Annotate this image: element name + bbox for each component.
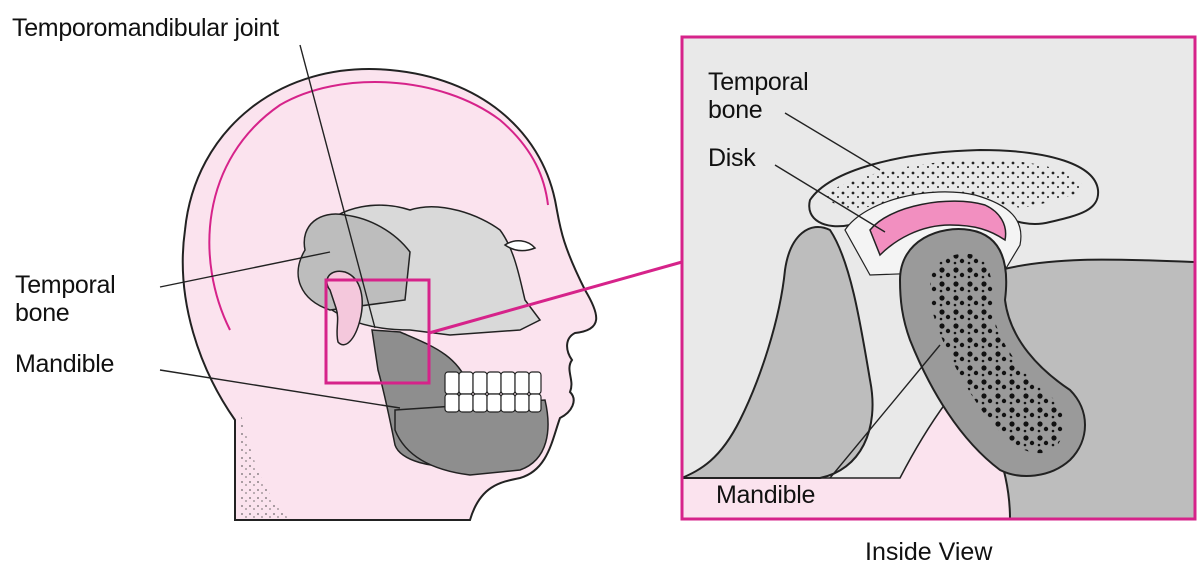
label-mandible-left: Mandible: [15, 350, 114, 378]
teeth: [444, 371, 542, 413]
label-temporal-bone-inset-line2: bone: [708, 96, 762, 124]
inset-connector-top: [428, 260, 683, 335]
leader-lines: [159, 44, 941, 479]
leader-disk: [774, 164, 886, 233]
inset-temporal-bone-texture: [825, 160, 1085, 208]
mandible-body: [394, 399, 549, 476]
leader-mandible-left: [159, 369, 401, 409]
inset-view: [680, 35, 1197, 521]
label-temporal-bone-left-line2: bone: [15, 299, 69, 327]
label-disk: Disk: [708, 144, 756, 172]
label-temporomandibular-joint: Temporomandibular joint: [12, 14, 279, 42]
inset-frame: [680, 35, 1197, 521]
leader-temporal-left: [159, 251, 331, 288]
eye: [503, 240, 537, 252]
inset-disk: [869, 200, 1007, 257]
neck-shading: [240, 410, 290, 520]
inset-mandible-marrow: [930, 253, 1064, 454]
label-inside-view: Inside View: [865, 538, 993, 566]
label-temporal-bone-left-line1: Temporal: [15, 271, 115, 299]
head-illustration: [181, 68, 598, 521]
label-temporal-bone-left: Temporal bone: [15, 271, 122, 327]
leader-tmj: [299, 44, 376, 329]
label-mandible-inset: Mandible: [716, 481, 815, 509]
label-temporal-bone-inset-line1: Temporal: [708, 68, 808, 96]
leader-mandible-inset: [829, 344, 941, 479]
inset-eminence: [682, 225, 874, 479]
label-temporal-bone-inset: Temporal bone: [708, 68, 815, 124]
scalp-line: [208, 81, 549, 331]
leader-temporal-inset: [784, 112, 881, 171]
ear: [326, 270, 363, 346]
